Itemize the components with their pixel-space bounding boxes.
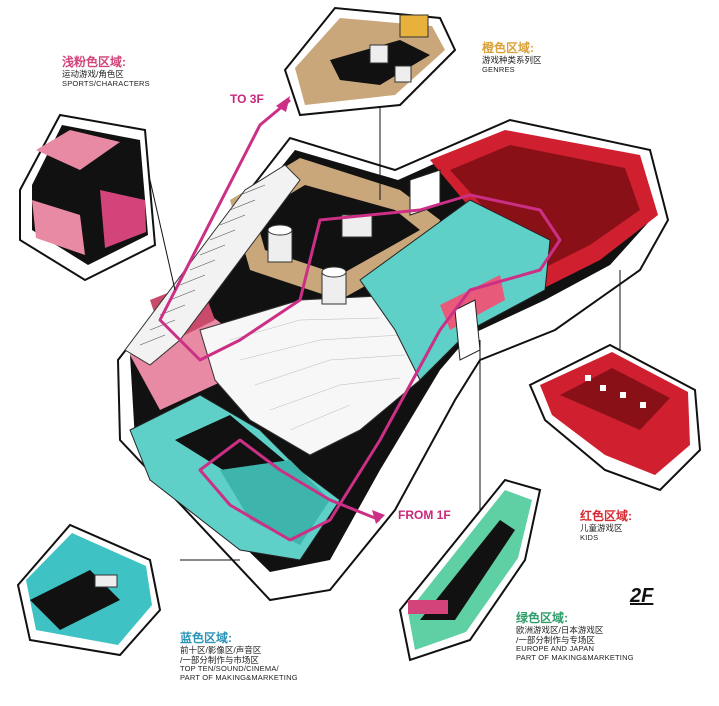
zone-sub-cn2: /一部分制作与专场区 xyxy=(516,634,595,645)
zone-sub-cn: 欧洲游戏区/日本游戏区 xyxy=(516,624,604,635)
floor-label-text: 2F xyxy=(630,585,654,607)
booth-cylinders xyxy=(267,214,373,305)
zone-sub-cn: 运动游戏/角色区 xyxy=(62,68,124,79)
zone-title: 蓝色区域: xyxy=(180,631,232,645)
zone-label-orange: 橙色区域: 游戏种类系列区 GENRES xyxy=(482,41,542,74)
zone-sub-en: SPORTS/CHARACTERS xyxy=(62,78,150,88)
zone-sub-en: GENRES xyxy=(482,64,515,74)
zone-label-pink: 浅粉色区域: 运动游戏/角色区 SPORTS/CHARACTERS xyxy=(62,55,150,88)
zone-sub-cn: 儿童游戏区 xyxy=(580,522,623,533)
zone-sub-en: KIDS xyxy=(580,532,599,542)
zone-sub-en2: PART OF MAKING&MARKETING xyxy=(516,652,634,662)
inset-green xyxy=(398,478,542,662)
zone-title: 浅粉色区域: xyxy=(62,55,126,69)
zone-title: 橙色区域: xyxy=(482,41,534,55)
zone-sub-cn: 游戏种类系列区 xyxy=(482,54,542,65)
zone-label-green: 绿色区域: 欧洲游戏区/日本游戏区 /一部分制作与专场区 EUROPE AND … xyxy=(516,611,634,663)
main-floor xyxy=(116,118,670,602)
zone-label-blue: 蓝色区域: 前十区/影像区/声音区 /一部分制作与市场区 TOP TEN/SOU… xyxy=(180,631,298,683)
zone-sub-en2: PART OF MAKING&MARKETING xyxy=(180,672,298,682)
route-arrow-in xyxy=(372,510,385,524)
route-arrow-up xyxy=(276,96,290,112)
route-label-from-1f: FROM 1F xyxy=(398,508,451,522)
zone-title: 红色区域: xyxy=(580,509,632,523)
inset-orange xyxy=(283,6,457,117)
inset-blue xyxy=(16,523,162,657)
visitor-route xyxy=(158,98,562,542)
inset-red xyxy=(528,343,702,492)
zone-sub-cn: 前十区/影像区/声音区 xyxy=(180,644,262,655)
zone-title: 绿色区域: xyxy=(516,611,568,625)
zone-sub-en: TOP TEN/SOUND/CINEMA/ xyxy=(180,664,279,674)
floor-label: 2F xyxy=(630,585,653,608)
zone-label-red: 红色区域: 儿童游戏区 KIDS xyxy=(580,509,632,542)
inset-pink xyxy=(19,113,157,282)
zone-sub-cn2: /一部分制作与市场区 xyxy=(180,654,259,665)
zone-sub-en: EUROPE AND JAPAN xyxy=(516,644,595,654)
route-label-to-3f: TO 3F xyxy=(230,92,264,106)
